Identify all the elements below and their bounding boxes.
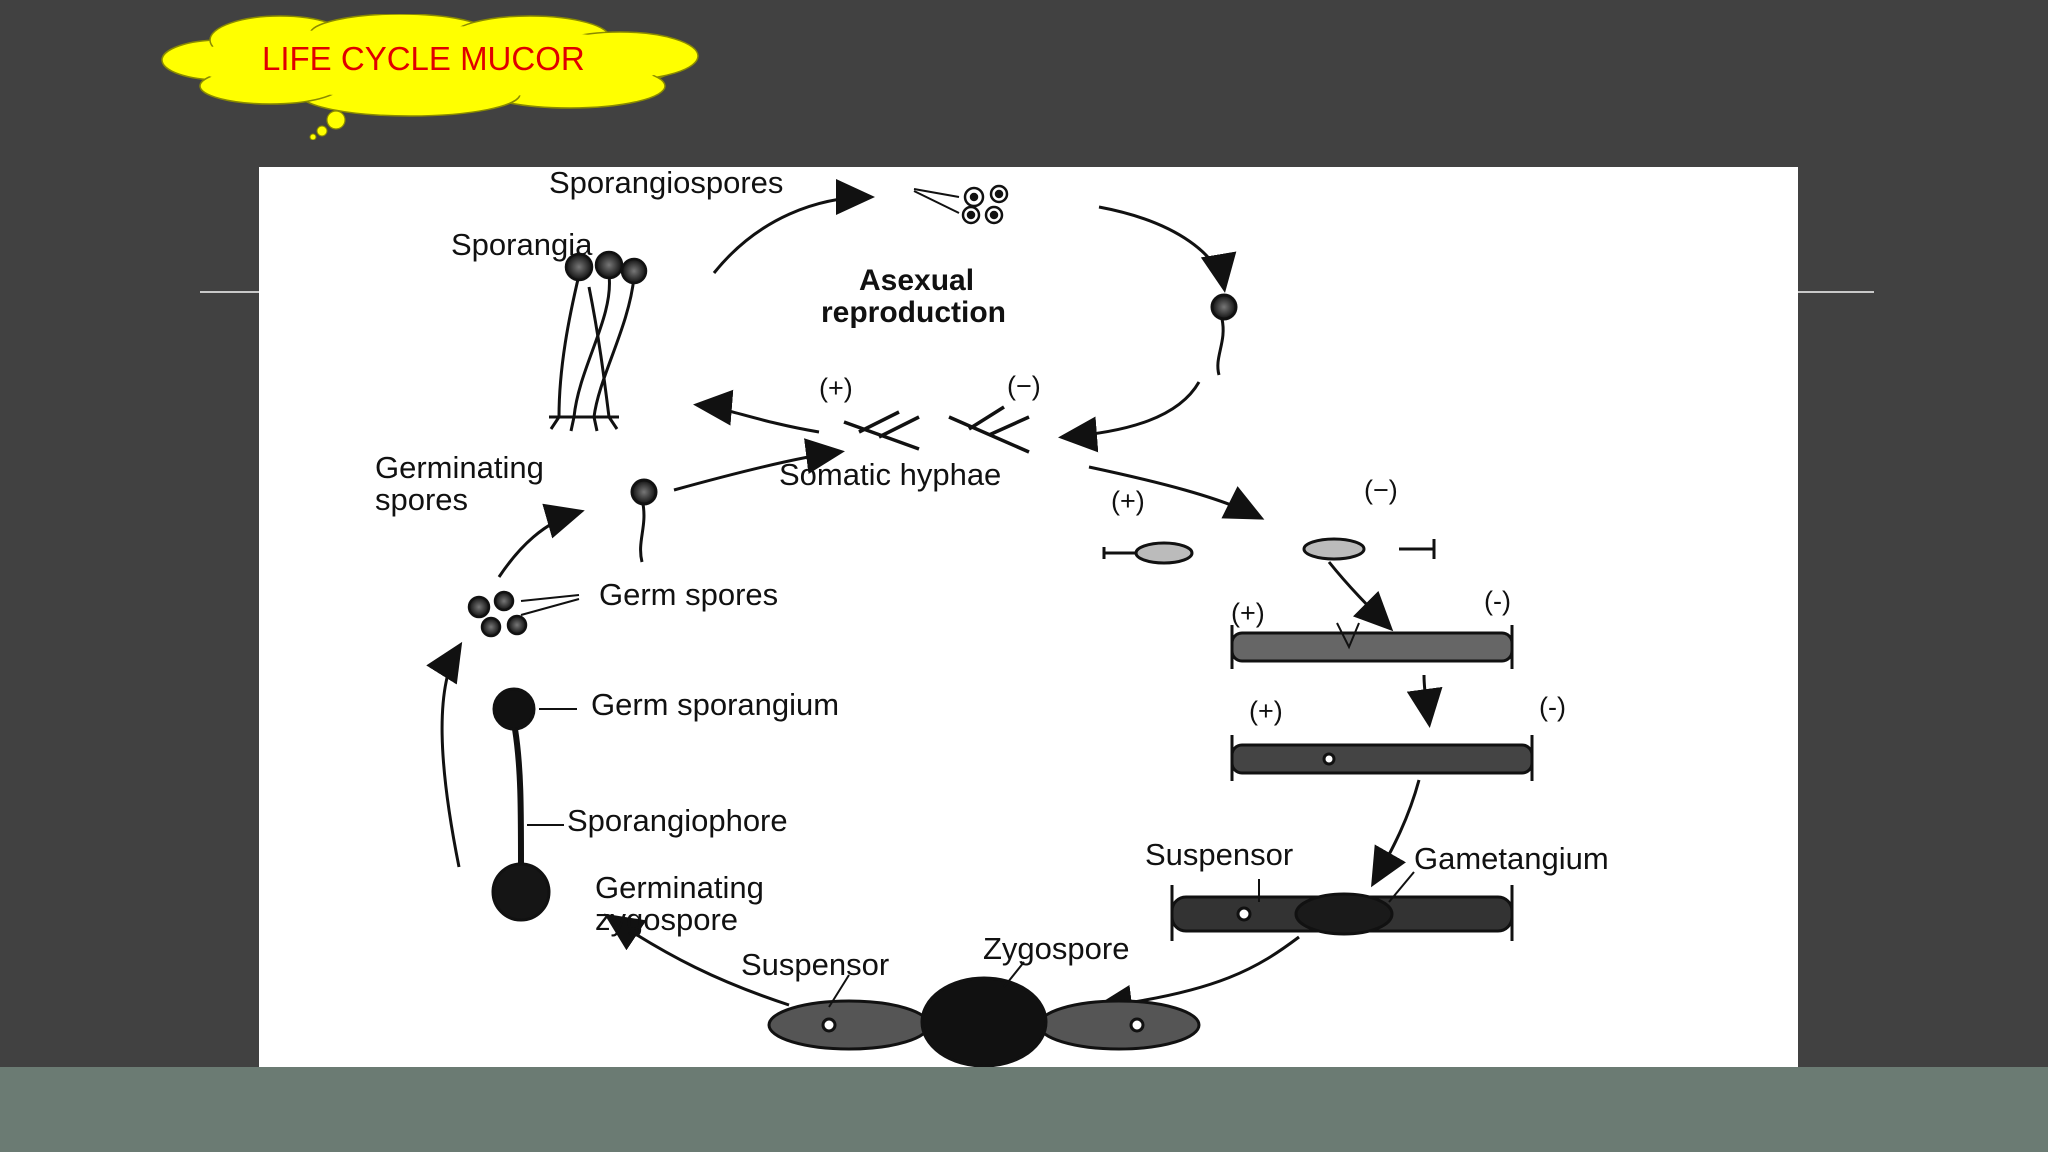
arrow-zygospore-to-germinating bbox=[604, 913, 790, 1007]
arrow-germling-to-hyphae bbox=[1058, 381, 1201, 453]
label-progametangium-plus: (+) bbox=[1111, 486, 1145, 516]
label-hyphae-plus: (+) bbox=[819, 373, 853, 403]
label-germinating-zygospore-line1: Germinating bbox=[595, 870, 764, 905]
label-fusion-plus: (+) bbox=[1249, 696, 1283, 726]
arrow-contact-to-fusion bbox=[1406, 674, 1443, 728]
label-sporangiophore: Sporangiophore bbox=[567, 803, 788, 838]
thought-cloud bbox=[161, 14, 699, 140]
life-cycle-figure: Sporangiospores Sporangia Asexual reprod… bbox=[259, 167, 1798, 1067]
arrow-fusion-to-gametangium bbox=[1371, 779, 1421, 888]
label-suspensor-lower: Suspensor bbox=[741, 947, 890, 982]
title-divider-left bbox=[200, 291, 262, 293]
label-suspensor-upper: Suspensor bbox=[1145, 837, 1294, 872]
germinating-spore-left bbox=[630, 478, 658, 563]
arrow-hyphae-to-progametangia bbox=[1088, 465, 1265, 520]
somatic-hyphae-illustration bbox=[843, 405, 1030, 454]
germling-right bbox=[1210, 293, 1238, 376]
arrow-progametangia-to-contact bbox=[1327, 561, 1394, 632]
label-contact-minus: (-) bbox=[1484, 586, 1511, 616]
label-hyphae-minus: (−) bbox=[1007, 371, 1041, 401]
arrow-germ-spores-to-germinating bbox=[497, 503, 585, 578]
label-germ-spores: Germ spores bbox=[599, 577, 779, 612]
germ-spores-cluster bbox=[467, 590, 528, 638]
footer-band bbox=[0, 1067, 2048, 1152]
sporangiospores-cluster bbox=[961, 184, 1009, 225]
label-contact-plus: (+) bbox=[1231, 598, 1265, 628]
label-germinating-spores-line2: spores bbox=[375, 482, 469, 517]
sporangia-illustration bbox=[549, 274, 636, 432]
arrow-zygospore-to-germ-spores bbox=[426, 641, 463, 868]
label-germ-sporangium: Germ sporangium bbox=[591, 687, 840, 722]
gametangium-stage bbox=[1170, 885, 1514, 941]
arrow-hyphae-to-sporangia bbox=[693, 389, 820, 434]
label-asexual-line2: reproduction bbox=[821, 296, 1006, 329]
label-sporangiospores: Sporangiospores bbox=[549, 165, 784, 200]
arrow-spores-to-germling bbox=[1098, 205, 1237, 293]
arrow-sporangia-to-spores bbox=[712, 179, 875, 274]
gametangia-fusion bbox=[1230, 735, 1534, 781]
label-germinating-spores-line1: Germinating bbox=[375, 450, 544, 485]
life-cycle-drawing bbox=[426, 179, 1534, 1067]
progametangia bbox=[1102, 537, 1436, 565]
label-somatic-hyphae: Somatic hyphae bbox=[779, 457, 1002, 492]
label-germinating-zygospore-line2: zygospore bbox=[595, 902, 739, 937]
gametangia-contact bbox=[1230, 622, 1514, 669]
label-progametangium-minus: (−) bbox=[1364, 475, 1398, 505]
label-zygospore: Zygospore bbox=[983, 931, 1130, 966]
label-asexual-line1: Asexual bbox=[859, 264, 975, 297]
title-divider-right bbox=[1798, 291, 1874, 293]
germinating-zygospore-illustration bbox=[491, 687, 551, 922]
zygospore-illustration bbox=[767, 976, 1201, 1067]
label-sporangia: Sporangia bbox=[451, 227, 593, 262]
label-fusion-minus: (-) bbox=[1539, 692, 1566, 722]
label-gametangium: Gametangium bbox=[1414, 841, 1609, 876]
slide-title: LIFE CYCLE MUCOR bbox=[262, 40, 585, 77]
arrow-germinating-to-hyphae bbox=[673, 438, 845, 492]
